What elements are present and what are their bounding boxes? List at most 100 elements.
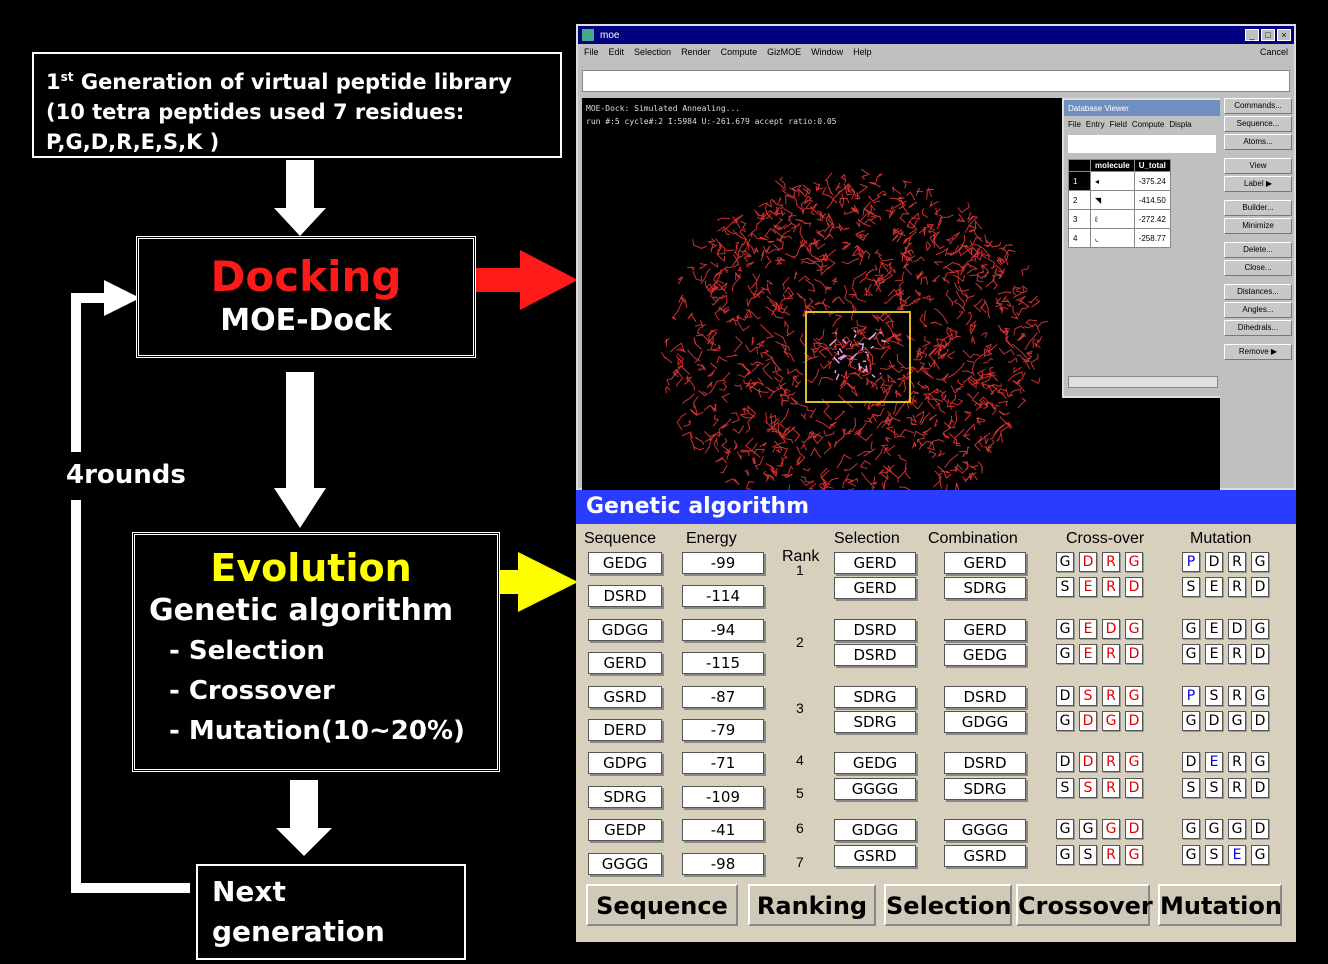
table-row[interactable]: 1 ◂ -375.24 <box>1068 171 1171 191</box>
mutation-letter: E <box>1205 618 1223 639</box>
mutation-letter: R <box>1228 685 1246 706</box>
delete-button[interactable]: Delete... <box>1224 242 1292 258</box>
sequence-cell: GEDP <box>588 819 662 842</box>
mutation-letter: E <box>1228 844 1246 865</box>
mutation-letter: G <box>1182 711 1200 731</box>
mutation-letter: D <box>1251 819 1269 840</box>
sequence-cell: GDGG <box>588 618 662 641</box>
evolution-title: Evolution <box>210 546 412 590</box>
remove-button[interactable]: Remove ▶ <box>1224 344 1292 360</box>
dbv-scrollbar[interactable] <box>1068 376 1218 388</box>
crossover-letter: G <box>1102 711 1120 731</box>
combination-cell: GDGG <box>944 711 1026 733</box>
selection-tab-button[interactable]: Selection <box>884 884 1012 926</box>
mutation-letter: R <box>1228 644 1246 665</box>
energy-cell: -114 <box>682 585 764 608</box>
crossover-letter: R <box>1102 777 1120 798</box>
dbv-menu-field[interactable]: Field <box>1109 120 1127 129</box>
table-row[interactable]: 4 ◟ -258.77 <box>1068 228 1171 248</box>
dihedrals-button[interactable]: Dihedrals... <box>1224 320 1292 336</box>
evolution-subtitle: Genetic algorithm <box>149 593 454 628</box>
label-button[interactable]: Label ▶ <box>1224 176 1292 192</box>
crossover-letter: D <box>1125 711 1143 731</box>
molecule-viewport[interactable]: MOE-Dock: Simulated Annealing... run #:5… <box>582 98 1220 490</box>
menu-render[interactable]: Render <box>681 47 711 57</box>
moe-title-text: moe <box>600 29 620 41</box>
combination-cell: SDRG <box>944 577 1026 600</box>
first-gen-line2: (10 tetra peptides used 7 residues: <box>46 100 465 124</box>
distances-button[interactable]: Distances... <box>1224 284 1292 300</box>
energy-cell: -115 <box>682 652 764 675</box>
rounds-label: 4rounds <box>66 460 186 490</box>
crossover-letter: R <box>1102 844 1120 865</box>
menu-edit[interactable]: Edit <box>608 47 625 57</box>
crossover-letter: S <box>1079 844 1097 865</box>
dbv-menu-display[interactable]: Displa <box>1169 120 1192 129</box>
menu-help[interactable]: Help <box>853 47 872 57</box>
atoms-button[interactable]: Atoms... <box>1224 134 1292 150</box>
close-button[interactable]: Close... <box>1224 260 1292 276</box>
mutation-letter: E <box>1205 577 1223 598</box>
rank-label: 7 <box>796 854 804 870</box>
crossover-letter: S <box>1056 577 1074 598</box>
combination-cell: GERD <box>944 552 1026 574</box>
mutation-letter: G <box>1251 844 1269 865</box>
minimize-icon[interactable]: _ <box>1245 29 1259 41</box>
dbv-col-molecule[interactable]: molecule <box>1090 159 1135 172</box>
first-generation-box: 1st Generation of virtual peptide librar… <box>32 52 562 158</box>
dbv-menu-entry[interactable]: Entry <box>1085 120 1105 129</box>
menu-file[interactable]: File <box>584 47 599 57</box>
mutation-letter: S <box>1182 577 1200 598</box>
table-row[interactable]: 2 ◥ -414.50 <box>1068 190 1171 210</box>
dbv-col-utotal[interactable]: U_total <box>1133 159 1171 172</box>
selection-cell: GERD <box>834 552 916 574</box>
sequence-button[interactable]: Sequence... <box>1224 116 1292 132</box>
selection-cell: SDRG <box>834 711 916 733</box>
commands-button[interactable]: Commands... <box>1224 98 1292 114</box>
mutation-tab-button[interactable]: Mutation <box>1158 884 1282 926</box>
crossover-letter: R <box>1102 685 1120 706</box>
sequence-cell: GEDG <box>588 552 662 574</box>
rank-label: 3 <box>796 700 804 716</box>
mutation-letter: S <box>1205 685 1223 706</box>
crossover-letter: D <box>1079 752 1097 773</box>
energy-cell: -99 <box>682 552 764 574</box>
table-row[interactable]: 3 ℓ -272.42 <box>1068 209 1171 229</box>
dbv-input[interactable] <box>1068 135 1216 153</box>
crossover-letter: S <box>1056 777 1074 798</box>
loop-line <box>71 500 190 893</box>
dbv-menu-compute[interactable]: Compute <box>1131 120 1165 129</box>
sequence-cell: DERD <box>588 719 662 741</box>
dbv-menu-file[interactable]: File <box>1068 120 1081 129</box>
minimize-button[interactable]: Minimize <box>1224 218 1292 234</box>
crossover-letter: D <box>1079 552 1097 572</box>
menu-window[interactable]: Window <box>811 47 844 57</box>
menu-selection[interactable]: Selection <box>634 47 672 57</box>
builder-button[interactable]: Builder... <box>1224 200 1292 216</box>
energy-cell: -109 <box>682 785 764 808</box>
ranking-tab-button[interactable]: Ranking <box>748 884 876 926</box>
mutation-letter: R <box>1228 577 1246 598</box>
cancel-button[interactable]: Cancel <box>1259 47 1288 57</box>
menu-compute[interactable]: Compute <box>720 47 758 57</box>
maximize-icon[interactable]: □ <box>1261 29 1275 41</box>
menu-gizmoe[interactable]: GizMOE <box>767 47 802 57</box>
crossover-letter: G <box>1056 552 1074 572</box>
command-input[interactable] <box>582 70 1290 92</box>
mutation-letter: R <box>1228 777 1246 798</box>
angles-button[interactable]: Angles... <box>1224 302 1292 318</box>
sequence-tab-button[interactable]: Sequence <box>586 884 738 926</box>
down-arrow-2 <box>274 372 326 528</box>
docking-status: MOE-Dock: Simulated Annealing... run #:5… <box>586 102 836 128</box>
view-button[interactable]: View <box>1224 158 1292 174</box>
mutation-letter: D <box>1251 644 1269 665</box>
mutation-letter: P <box>1182 685 1200 706</box>
moe-menubar: File Edit Selection Render Compute GizMO… <box>578 44 1294 64</box>
close-icon[interactable]: × <box>1277 29 1291 41</box>
moe-side-panel: Commands... Sequence... Atoms... View La… <box>1224 98 1292 490</box>
crossover-tab-button[interactable]: Crossover <box>1016 884 1153 926</box>
